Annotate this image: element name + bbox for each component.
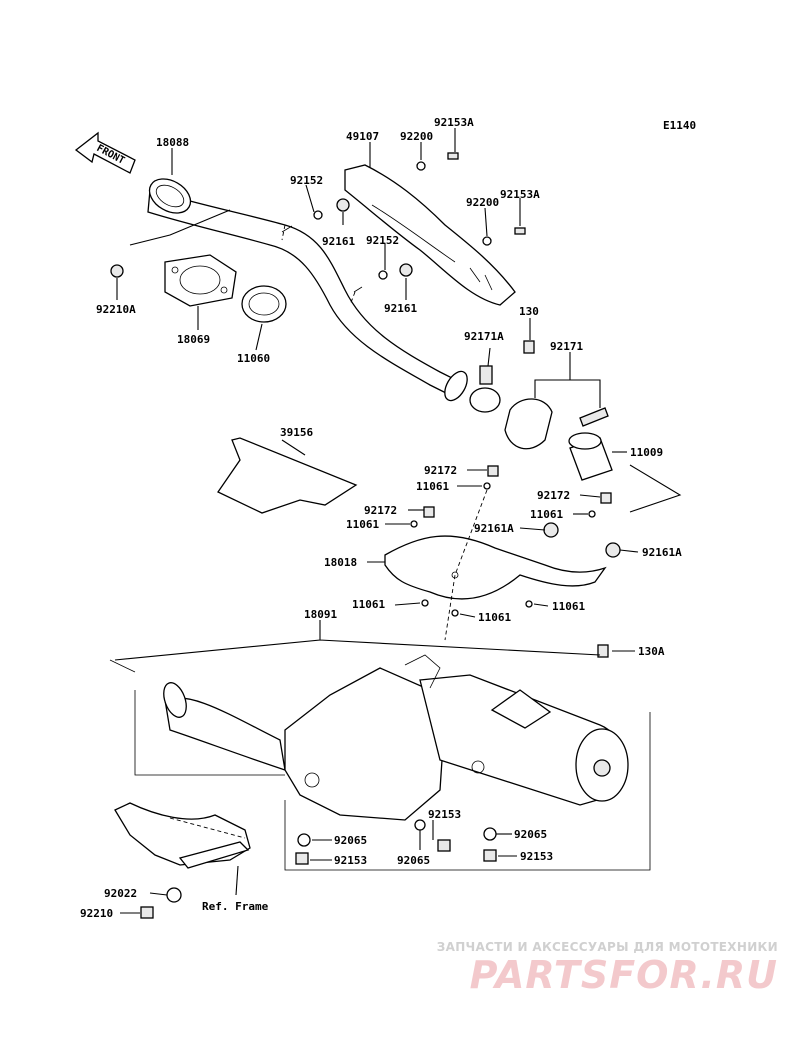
callout-labels: 18088 49107 92200 92153A 92152 92161 922… — [80, 116, 682, 920]
callout-92153a: 92153A — [434, 116, 474, 129]
alignment-lines — [109, 224, 651, 871]
callout-92153: 92153 — [428, 808, 461, 821]
callout-92200: 92200 — [400, 130, 433, 143]
callout-92161: 92161 — [322, 235, 355, 248]
front-arrow: FRONT — [74, 131, 136, 174]
callout-130: 130 — [519, 305, 539, 318]
clamp-92171a — [469, 365, 501, 413]
callout-92161: 92161 — [384, 302, 417, 315]
nut-92210a-icon — [110, 264, 124, 278]
callout-92152: 92152 — [290, 174, 323, 187]
leader-lines — [114, 128, 682, 914]
callout-92152: 92152 — [366, 234, 399, 247]
callout-92172: 92172 — [424, 464, 457, 477]
heat-guard-18018 — [384, 535, 607, 600]
callout-92210a: 92210A — [96, 303, 136, 316]
muffler-18091 — [163, 654, 629, 821]
callout-92153: 92153 — [334, 854, 367, 867]
callout-92200: 92200 — [466, 196, 499, 209]
watermark-tagline: ЗАПЧАСТИ И АКСЕССУАРЫ ДЛЯ МОТОТЕХНИКИ — [436, 940, 778, 954]
callout-11061: 11061 — [352, 598, 385, 611]
callout-130a: 130A — [638, 645, 665, 658]
callout-92161a: 92161A — [642, 546, 682, 559]
exhaust-flange-18069 — [164, 254, 237, 307]
callout-92161a: 92161A — [474, 522, 514, 535]
callout-92065: 92065 — [514, 828, 547, 841]
callout-18018: 18018 — [324, 556, 357, 569]
callout-92172: 92172 — [537, 489, 570, 502]
bolt-130-icon — [523, 340, 535, 354]
callout-18088: 18088 — [156, 136, 189, 149]
watermark: ЗАПЧАСТИ И АКСЕССУАРЫ ДЛЯ МОТОТЕХНИКИ PA… — [437, 940, 778, 994]
figure-code: E1140 — [663, 119, 696, 132]
callout-18069: 18069 — [177, 333, 210, 346]
callout-11009: 11009 — [630, 446, 663, 459]
lower-hardware — [140, 644, 609, 919]
reference-frame-bracket — [114, 802, 251, 869]
clamp-92171 — [504, 398, 609, 450]
upper-hardware — [313, 152, 526, 280]
callout-11061: 11061 — [530, 508, 563, 521]
callout-11061: 11061 — [346, 518, 379, 531]
callout-92065: 92065 — [397, 854, 430, 867]
callout-11060: 11060 — [237, 352, 270, 365]
callout-92210: 92210 — [80, 907, 113, 920]
callout-18091: 18091 — [304, 608, 337, 621]
callout-92171: 92171 — [550, 340, 583, 353]
callout-92022: 92022 — [104, 887, 137, 900]
watermark-logo: PARTSFOR.RU — [469, 953, 778, 997]
reference-frame-label: Ref. Frame — [202, 900, 269, 913]
callout-92153: 92153 — [520, 850, 553, 863]
cover-39156 — [217, 437, 358, 514]
callout-92153a: 92153A — [500, 188, 540, 201]
gasket-11060 — [241, 285, 287, 323]
mid-hardware — [410, 465, 621, 617]
callout-92065: 92065 — [334, 834, 367, 847]
callout-11061: 11061 — [552, 600, 585, 613]
callout-39156: 39156 — [280, 426, 313, 439]
callout-92171a: 92171A — [464, 330, 504, 343]
callout-11061: 11061 — [416, 480, 449, 493]
sleeve-11009 — [568, 432, 613, 481]
heat-guard-49107 — [344, 164, 516, 306]
callout-11061: 11061 — [478, 611, 511, 624]
callout-49107: 49107 — [346, 130, 379, 143]
callout-92172: 92172 — [364, 504, 397, 517]
header-gasket-18088 — [148, 178, 192, 214]
